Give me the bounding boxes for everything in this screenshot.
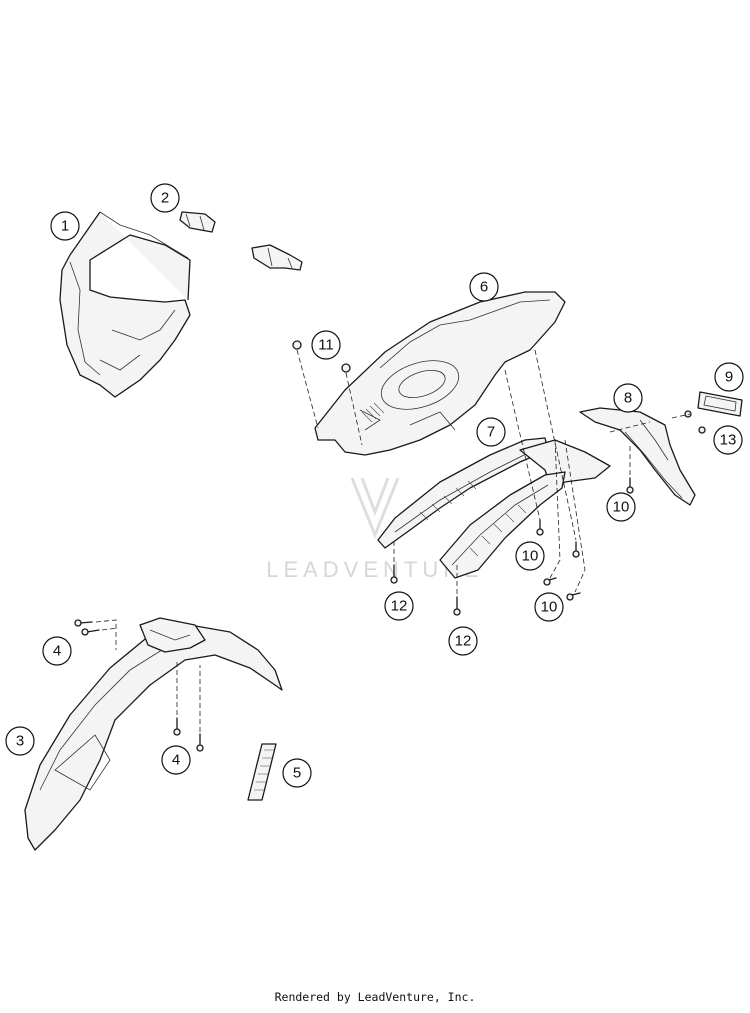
callout-9[interactable]: 9 <box>714 362 744 392</box>
svg-text:11: 11 <box>318 337 334 354</box>
screw[interactable] <box>453 596 461 616</box>
front-fender[interactable] <box>24 617 283 851</box>
callout-10[interactable]: 10 <box>606 492 636 522</box>
callout-6[interactable]: 6 <box>469 272 499 302</box>
callout-7[interactable]: 7 <box>476 417 506 447</box>
screw[interactable] <box>626 477 634 494</box>
decal-strip[interactable] <box>247 743 277 801</box>
svg-text:5: 5 <box>293 765 301 782</box>
svg-text:4: 4 <box>53 643 61 660</box>
screws <box>74 340 634 752</box>
light-connector[interactable] <box>251 244 303 271</box>
svg-text:10: 10 <box>541 599 558 616</box>
svg-text:9: 9 <box>725 369 733 386</box>
callout-10[interactable]: 10 <box>534 592 564 622</box>
svg-text:6: 6 <box>480 279 488 296</box>
callout-8[interactable]: 8 <box>613 383 643 413</box>
callout-10[interactable]: 10 <box>515 541 545 571</box>
side-cover[interactable] <box>439 471 566 579</box>
callout-1[interactable]: 1 <box>50 211 80 241</box>
callout-12[interactable]: 12 <box>448 626 478 656</box>
rear-fender[interactable] <box>314 291 566 456</box>
svg-text:12: 12 <box>455 633 472 650</box>
svg-text:1: 1 <box>61 218 69 235</box>
nut[interactable] <box>684 410 706 434</box>
screw[interactable] <box>572 541 580 558</box>
callouts: 1 2 3 4 4 5 6 7 8 9 10 10 10 11 12 12 13 <box>5 183 744 788</box>
svg-text:4: 4 <box>172 752 180 769</box>
screw[interactable] <box>566 592 581 601</box>
callout-3[interactable]: 3 <box>5 726 35 756</box>
footer-credit: Rendered by LeadVenture, Inc. <box>274 990 476 1004</box>
callout-4[interactable]: 4 <box>42 636 72 666</box>
screw[interactable] <box>173 717 181 736</box>
clamp-bracket[interactable] <box>179 211 216 233</box>
svg-text:13: 13 <box>720 432 737 449</box>
nut[interactable] <box>341 363 351 373</box>
svg-text:10: 10 <box>522 548 539 565</box>
callout-12[interactable]: 12 <box>384 591 414 621</box>
license-plate-holder[interactable] <box>579 407 696 506</box>
screw[interactable] <box>81 628 100 636</box>
screw[interactable] <box>390 564 398 584</box>
svg-text:2: 2 <box>161 190 169 207</box>
nut[interactable] <box>292 340 302 350</box>
screw[interactable] <box>536 519 544 536</box>
svg-text:12: 12 <box>391 598 408 615</box>
svg-text:8: 8 <box>624 390 632 407</box>
headlight-mask[interactable] <box>59 211 191 398</box>
reflector[interactable] <box>697 391 743 417</box>
assembly-guides <box>95 349 691 732</box>
callout-2[interactable]: 2 <box>150 183 180 213</box>
svg-text:10: 10 <box>613 499 630 516</box>
svg-text:7: 7 <box>487 424 495 441</box>
screw[interactable] <box>196 733 204 752</box>
svg-text:3: 3 <box>16 733 24 750</box>
screw[interactable] <box>543 577 557 586</box>
callout-4[interactable]: 4 <box>161 745 191 775</box>
screw[interactable] <box>74 619 93 627</box>
callout-11[interactable]: 11 <box>311 330 341 360</box>
callout-5[interactable]: 5 <box>282 758 312 788</box>
callout-13[interactable]: 13 <box>713 425 743 455</box>
watermark-logo <box>350 477 400 540</box>
